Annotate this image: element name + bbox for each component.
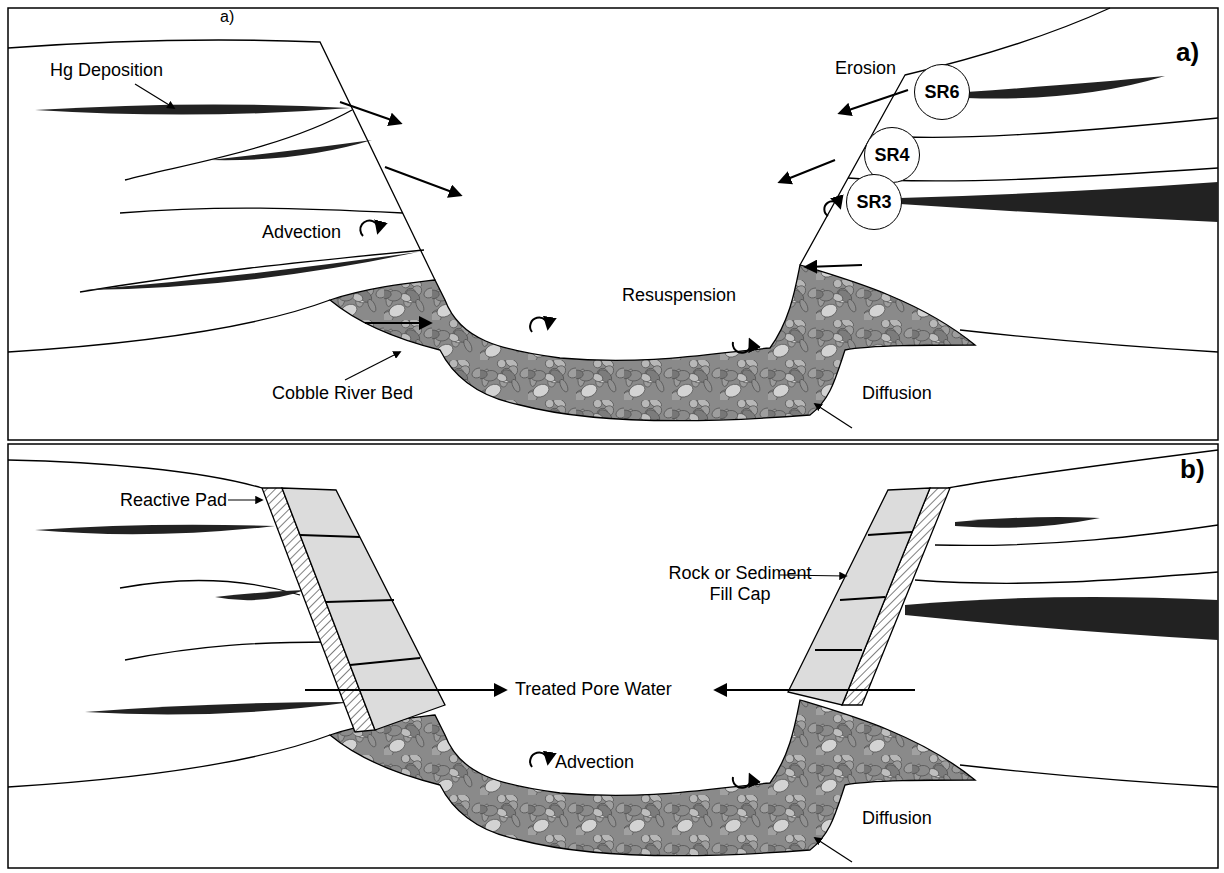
- illustration-path: [228, 499, 262, 500]
- site-id: SR3: [856, 192, 891, 213]
- illustration-path: [806, 265, 862, 267]
- illustration-g: [300, 532, 912, 665]
- panel-letter: a): [1176, 38, 1199, 68]
- illustration-path: [8, 300, 330, 352]
- callout-label: Hg Deposition: [50, 60, 163, 81]
- illustration-path: [935, 525, 1218, 545]
- illustration-path: [530, 753, 548, 767]
- illustration-path: [8, 40, 435, 280]
- process-label: Erosion: [835, 58, 896, 79]
- illustration-line: [350, 658, 420, 665]
- illustration-path: [733, 775, 751, 788]
- illustration-path: [824, 201, 840, 216]
- illustration-path: [345, 352, 400, 380]
- illustration-g: [35, 517, 1218, 714]
- illustration-path: [125, 110, 352, 180]
- illustration-path: [35, 525, 275, 535]
- illustration-rect: [8, 444, 1218, 868]
- illustration-g: [8, 8, 1218, 352]
- illustration-path: [840, 90, 908, 113]
- illustration-use: [330, 700, 975, 856]
- illustration-g: [228, 500, 915, 862]
- illustration-rect: [8, 8, 1218, 440]
- illustration-g: [35, 76, 1218, 290]
- illustration-path: [915, 572, 1218, 583]
- illustration-path: [340, 102, 400, 123]
- illustration-path: [360, 221, 378, 236]
- site-id: SR6: [924, 82, 959, 103]
- illustration-line: [868, 532, 912, 535]
- illustration-path: [210, 140, 372, 160]
- illustration-path: [873, 118, 1218, 137]
- illustration-line: [815, 649, 862, 651]
- illustration-path: [282, 488, 445, 730]
- illustration-path: [900, 182, 1218, 222]
- illustration-path: [788, 488, 930, 705]
- illustration-path: [960, 330, 1218, 352]
- sample-site-circle: SR3: [846, 174, 902, 230]
- process-label: Advection: [555, 752, 634, 773]
- callout-label: Reactive Pad: [120, 490, 227, 511]
- callout-label: Cobble River Bed: [272, 383, 413, 404]
- illustration-g: [8, 450, 1218, 787]
- illustration-path: [8, 735, 330, 787]
- illustration-path: [125, 642, 330, 660]
- illustration-path: [85, 252, 418, 290]
- illustration-path: [120, 208, 403, 213]
- illustration-line: [840, 597, 885, 600]
- site-id: SR4: [874, 145, 909, 166]
- illustration-path: [80, 250, 424, 292]
- panel-letter: b): [1180, 455, 1205, 485]
- illustration-path: [733, 340, 751, 353]
- illustration-path: [215, 590, 305, 600]
- illustration-path: [365, 322, 430, 324]
- flow-label: Treated Pore Water: [515, 679, 672, 700]
- illustration-path: [385, 167, 460, 195]
- process-label: Advection: [262, 222, 341, 243]
- illustration-path: [530, 318, 548, 332]
- illustration-path: [35, 104, 350, 114]
- illustration-path: [780, 160, 835, 182]
- illustration-path: [966, 76, 1165, 99]
- callout-label: Rock or Sediment Fill Cap: [665, 563, 815, 604]
- illustration-path: [85, 702, 352, 714]
- process-label: Resuspension: [622, 285, 736, 306]
- sample-site-circle: SR6: [914, 64, 970, 120]
- illustration-path: [135, 84, 174, 108]
- process-label: Diffusion: [862, 808, 932, 829]
- panel-letter: a): [220, 8, 234, 26]
- illustration-path: [716, 689, 915, 691]
- process-label: Diffusion: [862, 383, 932, 404]
- illustration-line: [300, 535, 360, 537]
- illustration-path: [955, 517, 1100, 528]
- illustration-path: [815, 404, 852, 428]
- illustration-line: [326, 600, 394, 602]
- illustration-path: [905, 597, 1218, 640]
- illustration-path: [330, 265, 975, 421]
- illustration-g: [135, 84, 908, 428]
- illustration-path: [815, 838, 852, 862]
- illustration-path: [948, 450, 1218, 488]
- illustration-path: [305, 689, 505, 691]
- illustration-path: [8, 460, 262, 488]
- illustration-path: [960, 765, 1218, 787]
